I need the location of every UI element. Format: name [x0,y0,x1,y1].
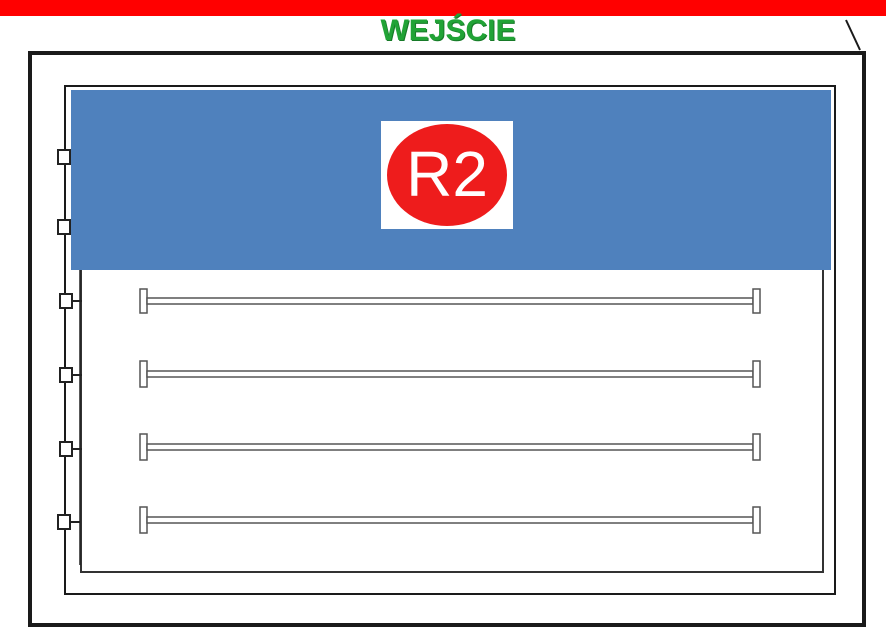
red-circle-icon: R2 [387,124,507,226]
rail [139,288,761,314]
hinge [59,367,82,383]
rail [139,506,761,534]
rail [139,433,761,461]
hinge [57,514,80,530]
top-red-bar [0,0,886,16]
r2-badge: R2 [381,121,513,229]
entrance-label: WEJŚCIE [380,14,516,47]
badge-text: R2 [406,138,488,210]
corner-diagonal-line [845,19,861,51]
rail [139,360,761,388]
inner-frame [64,85,836,595]
outer-frame [28,51,866,627]
